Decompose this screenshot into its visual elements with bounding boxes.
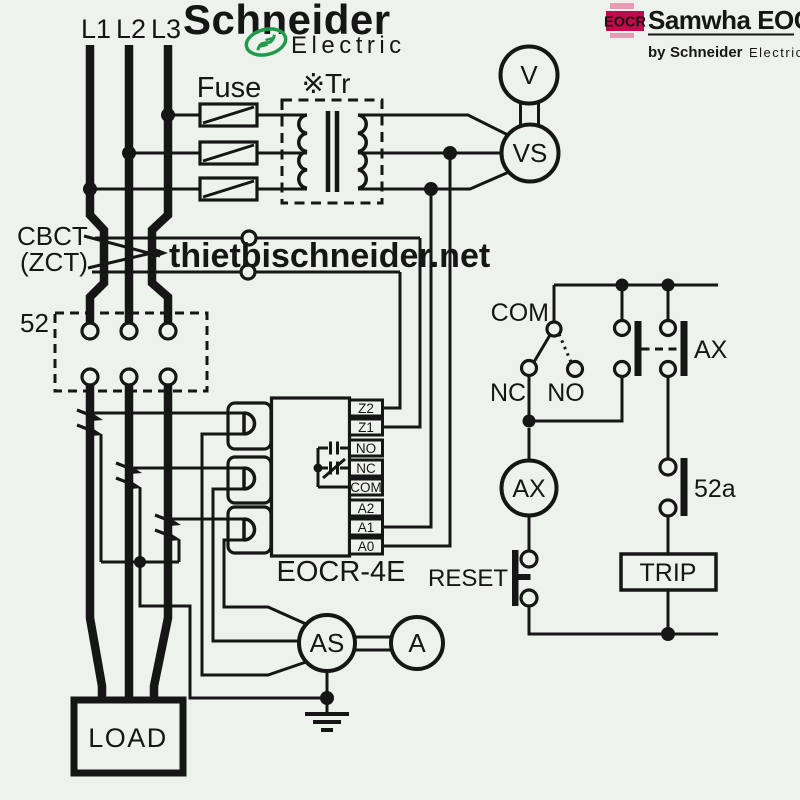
breaker-52 (53, 311, 209, 393)
breaker-label: 52 (20, 308, 49, 338)
samwha-badge (606, 11, 644, 31)
selector-nc-contact (519, 358, 539, 378)
breaker-aux-label: 52a (694, 475, 736, 503)
load-block: LOAD (70, 696, 187, 777)
junction-dots (83, 108, 675, 705)
schneider-logo: Schneider Electric (183, 0, 406, 59)
fuse-1 (198, 102, 259, 128)
transformer-core (325, 111, 340, 192)
ct-loop-2 (226, 455, 273, 505)
terminal-a0: A0 (358, 539, 375, 554)
terminal-no: NO (356, 441, 376, 456)
trip-box (619, 552, 718, 592)
phase-conductors (85, 45, 173, 702)
transformer (280, 98, 384, 205)
reset-button (512, 549, 539, 608)
primary-coil (297, 113, 308, 190)
selector-com-contact (545, 320, 563, 338)
relay-terminals: Z2 Z1 NO NC COM A2 A1 A0 (348, 398, 384, 556)
selector-no-contact (565, 359, 585, 379)
cbct-arrow (152, 247, 168, 258)
voltmeter (498, 44, 560, 106)
reset-label: RESET (428, 565, 508, 592)
ammeter-label: A (408, 628, 426, 658)
ammeter-selector (297, 613, 357, 673)
ax-contact (612, 318, 688, 379)
ammeter (389, 615, 445, 671)
cbct-leaders (83, 234, 168, 270)
terminal-z2: Z2 (358, 401, 374, 416)
samwha-title: Samwha EOCR (648, 5, 800, 35)
selector-no-dotted (557, 333, 573, 363)
relay-internal-contacts (313, 441, 350, 489)
relay-name: EOCR-4E (277, 556, 406, 588)
breaker-boundary (53, 311, 209, 393)
samwha-by: by (648, 44, 666, 61)
fuse-label: Fuse (197, 72, 261, 104)
schneider-logo-icon (244, 27, 288, 57)
terminal-com: COM (350, 480, 382, 495)
trip-label: TRIP (640, 559, 697, 587)
ct-marks (76, 408, 181, 541)
ct-loop-1 (226, 401, 273, 451)
phase-l1-label: L1 (81, 14, 111, 44)
voltmeter-label: V (520, 60, 538, 90)
samwha-stripe-top (610, 3, 634, 9)
ct-loop-3 (226, 505, 273, 555)
labels: L1 L2 L3 Fuse ※Tr CBCT (ZCT) 52 (17, 14, 350, 338)
watermark-text: thietbischneider.net (169, 237, 490, 275)
meters: V VS AS A (297, 44, 561, 673)
ground-symbol (305, 712, 349, 732)
breaker-aux-contact (658, 457, 688, 518)
terminal-a2: A2 (358, 501, 375, 516)
eocr-relay: Z2 Z1 NO NC COM A2 A1 A0 EOCR-4E (226, 396, 406, 588)
phase-l3-label: L3 (151, 14, 181, 44)
fuse-bank (198, 102, 259, 202)
selector-com-label: COM (491, 299, 549, 327)
transformer-boundary (280, 98, 384, 205)
samwha-badge-text: EOCR (604, 15, 646, 31)
selector-no-label: NO (547, 379, 585, 407)
aux-coil-label: AX (512, 475, 546, 503)
volt-selector (499, 122, 561, 184)
samwha-stripe-bottom (610, 33, 634, 38)
selector-nc-label: NC (490, 379, 526, 407)
load-label: LOAD (88, 723, 168, 753)
samwha-logo: EOCR Samwha EOCR by Schneider Electric (604, 3, 800, 61)
terminal-z1: Z1 (358, 420, 374, 435)
terminal-nc: NC (356, 461, 376, 476)
fuse-2 (198, 140, 259, 166)
schneider-logo-sub: Electric (291, 32, 406, 59)
aux-relay-coil (499, 458, 559, 518)
phase-l2-label: L2 (116, 14, 146, 44)
cbct-label: CBCT (17, 221, 88, 251)
samwha-by-sub: Electric (749, 45, 800, 60)
secondary-coil (357, 113, 368, 190)
samwha-by-brand: Schneider (670, 44, 743, 61)
ammeter-selector-label: AS (310, 628, 345, 658)
cbct-terminal-circles (239, 229, 258, 281)
volt-selector-label: VS (513, 138, 548, 168)
zct-label: (ZCT) (20, 247, 88, 277)
control-circuit: AX TRIP COM NC NO AX 52a RESET (428, 283, 736, 636)
terminal-a1: A1 (358, 520, 375, 535)
transformer-label: ※Tr (302, 68, 351, 99)
ax-contact-label: AX (694, 336, 728, 364)
fuse-3 (198, 176, 259, 202)
